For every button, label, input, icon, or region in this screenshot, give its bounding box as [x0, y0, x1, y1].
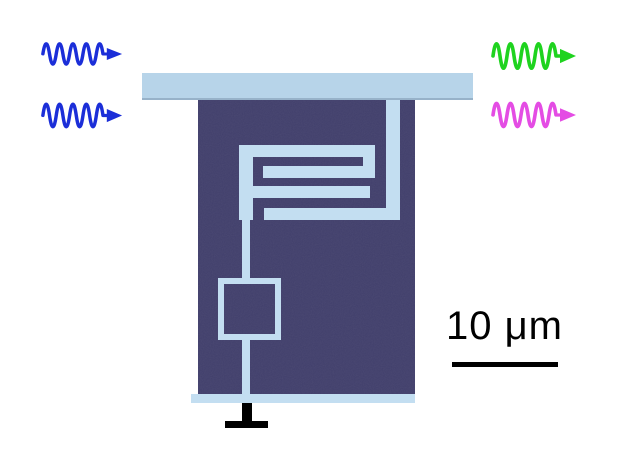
resonator-finger-third	[251, 186, 370, 198]
resonator-finger-second	[263, 166, 375, 178]
resonator-finger-top	[239, 145, 375, 157]
bottom-ground-rail	[191, 394, 415, 403]
drum-capacitor-square	[218, 278, 281, 340]
wave-arrow-icon-green	[491, 41, 576, 71]
wave-arrow-icon-blue-upper	[41, 42, 123, 66]
scale-bar-line	[452, 362, 558, 367]
wire-to-ground-rail	[242, 338, 250, 396]
coupler-right-strip	[386, 100, 400, 220]
feedline-bar	[142, 73, 473, 100]
coupler-finger-bottom	[264, 208, 400, 220]
wave-arrow-icon-blue-lower	[41, 102, 123, 129]
scale-bar-label: 10 μm	[446, 304, 563, 348]
wire-to-capacitor	[242, 218, 250, 278]
wave-arrow-icon-magenta	[491, 101, 576, 129]
resonator-left-rail	[239, 145, 253, 220]
ground-icon-bar	[225, 421, 268, 428]
ground-icon-stem	[242, 403, 252, 422]
